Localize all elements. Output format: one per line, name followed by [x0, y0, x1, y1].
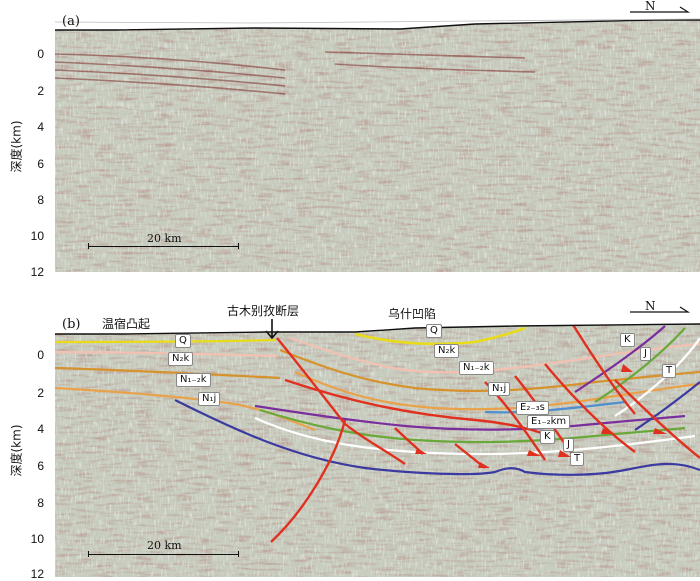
- horizon-N1j-center: [294, 370, 700, 411]
- layer-N12k-center: N₁₋₂k: [459, 361, 494, 375]
- north-arrow-b: [630, 306, 691, 313]
- seismic-section-a: [55, 18, 700, 272]
- panel-b-tick-2: 2: [37, 386, 44, 400]
- north-arrow-a: [630, 6, 691, 13]
- layer-J-center: J: [563, 438, 574, 452]
- layer-E12km: E₁₋₂km: [527, 415, 571, 429]
- layer-Q-left: Q: [175, 334, 191, 348]
- layer-K-center: K: [540, 430, 555, 444]
- horizon-T-base: [174, 399, 700, 476]
- seismic-section-b: [55, 320, 700, 577]
- layer-N1j-left: N₁j: [198, 392, 221, 406]
- seismic-image-a: [55, 18, 700, 272]
- layer-N2k-left: N₂k: [168, 352, 194, 366]
- annotation-fault: 古木别孜断层: [227, 304, 300, 318]
- layer-N12k-left: N₁₋₂k: [176, 373, 211, 387]
- panel-a-scale-bar: [88, 246, 238, 247]
- horizon-T-right-2: [634, 381, 700, 431]
- horizon-N12k-left: [55, 366, 281, 380]
- horizon-E23s: [484, 400, 626, 414]
- panel-b-tick-4: 4: [37, 422, 44, 436]
- layer-K-right: K: [620, 333, 635, 347]
- panel-a-scale-bar-label: 20 km: [147, 232, 182, 245]
- panel-a-scale-tick-left: [88, 243, 89, 249]
- layer-N2k-center: N₂k: [434, 344, 460, 358]
- seismic-image-b: [55, 323, 700, 577]
- horizon-K-center: [259, 408, 686, 444]
- panel-b-y-axis-title: 深度(km): [9, 424, 24, 477]
- panel-b-scale-tick-right: [238, 551, 239, 557]
- north-arrow-a-label: N: [645, 0, 656, 13]
- horizon-E12km: [254, 404, 686, 431]
- panel-b-tick-0: 0: [37, 348, 44, 362]
- panel-a-tick-10: 10: [30, 229, 44, 243]
- north-arrow-b-label: N: [645, 299, 656, 313]
- layer-J-right: J: [640, 347, 651, 361]
- horizon-N2k-left: [55, 350, 278, 358]
- panel-a-tick-12: 12: [30, 265, 44, 279]
- horizon-Q-center: [354, 326, 526, 346]
- fault-splay-4: [568, 324, 636, 415]
- panel-b-scale-bar-label: 20 km: [147, 539, 182, 552]
- horizon-J-center: [254, 416, 696, 456]
- fault-pointer-arrow: [265, 319, 279, 340]
- panel-b-tick-10: 10: [30, 532, 44, 546]
- layer-T-center: T: [570, 452, 585, 466]
- fault-splay-3: [544, 363, 636, 453]
- horizon-J-right: [594, 327, 686, 403]
- layer-E23s: E₂₋₃s: [516, 401, 549, 415]
- layer-Q-center: Q: [426, 324, 442, 338]
- panel-b-tick-12: 12: [30, 567, 44, 581]
- layer-T-right: T: [662, 364, 677, 378]
- horizon-Q-left: [55, 338, 276, 344]
- fault-main-1: [284, 378, 556, 440]
- annotation-depression: 乌什凹陷: [388, 307, 437, 321]
- panel-a-tick-2: 2: [37, 84, 44, 98]
- panel-a-tick-0: 0: [37, 47, 44, 61]
- panel-b-scale-tick-left: [88, 551, 89, 557]
- panel-a-tick-8: 8: [37, 193, 44, 207]
- panel-a-tick-4: 4: [37, 120, 44, 134]
- panel-a-tick-6: 6: [37, 157, 44, 171]
- panel-b-scale-bar: [88, 554, 238, 555]
- layer-N1j-center: N₁j: [488, 382, 511, 396]
- panel-b-tick-6: 6: [37, 459, 44, 473]
- panel-a-y-axis-title: 深度(km): [9, 120, 24, 173]
- panel-b-label: (b): [62, 317, 81, 332]
- annotation-uplift: 温宿凸起: [102, 317, 151, 331]
- horizon-K-right: [574, 325, 666, 393]
- fault-steep: [270, 419, 347, 543]
- fault-splay-5: [614, 379, 700, 459]
- panel-b-tick-8: 8: [37, 496, 44, 510]
- panel-a-scale-tick-right: [238, 243, 239, 249]
- panel-a-label: (a): [62, 14, 80, 29]
